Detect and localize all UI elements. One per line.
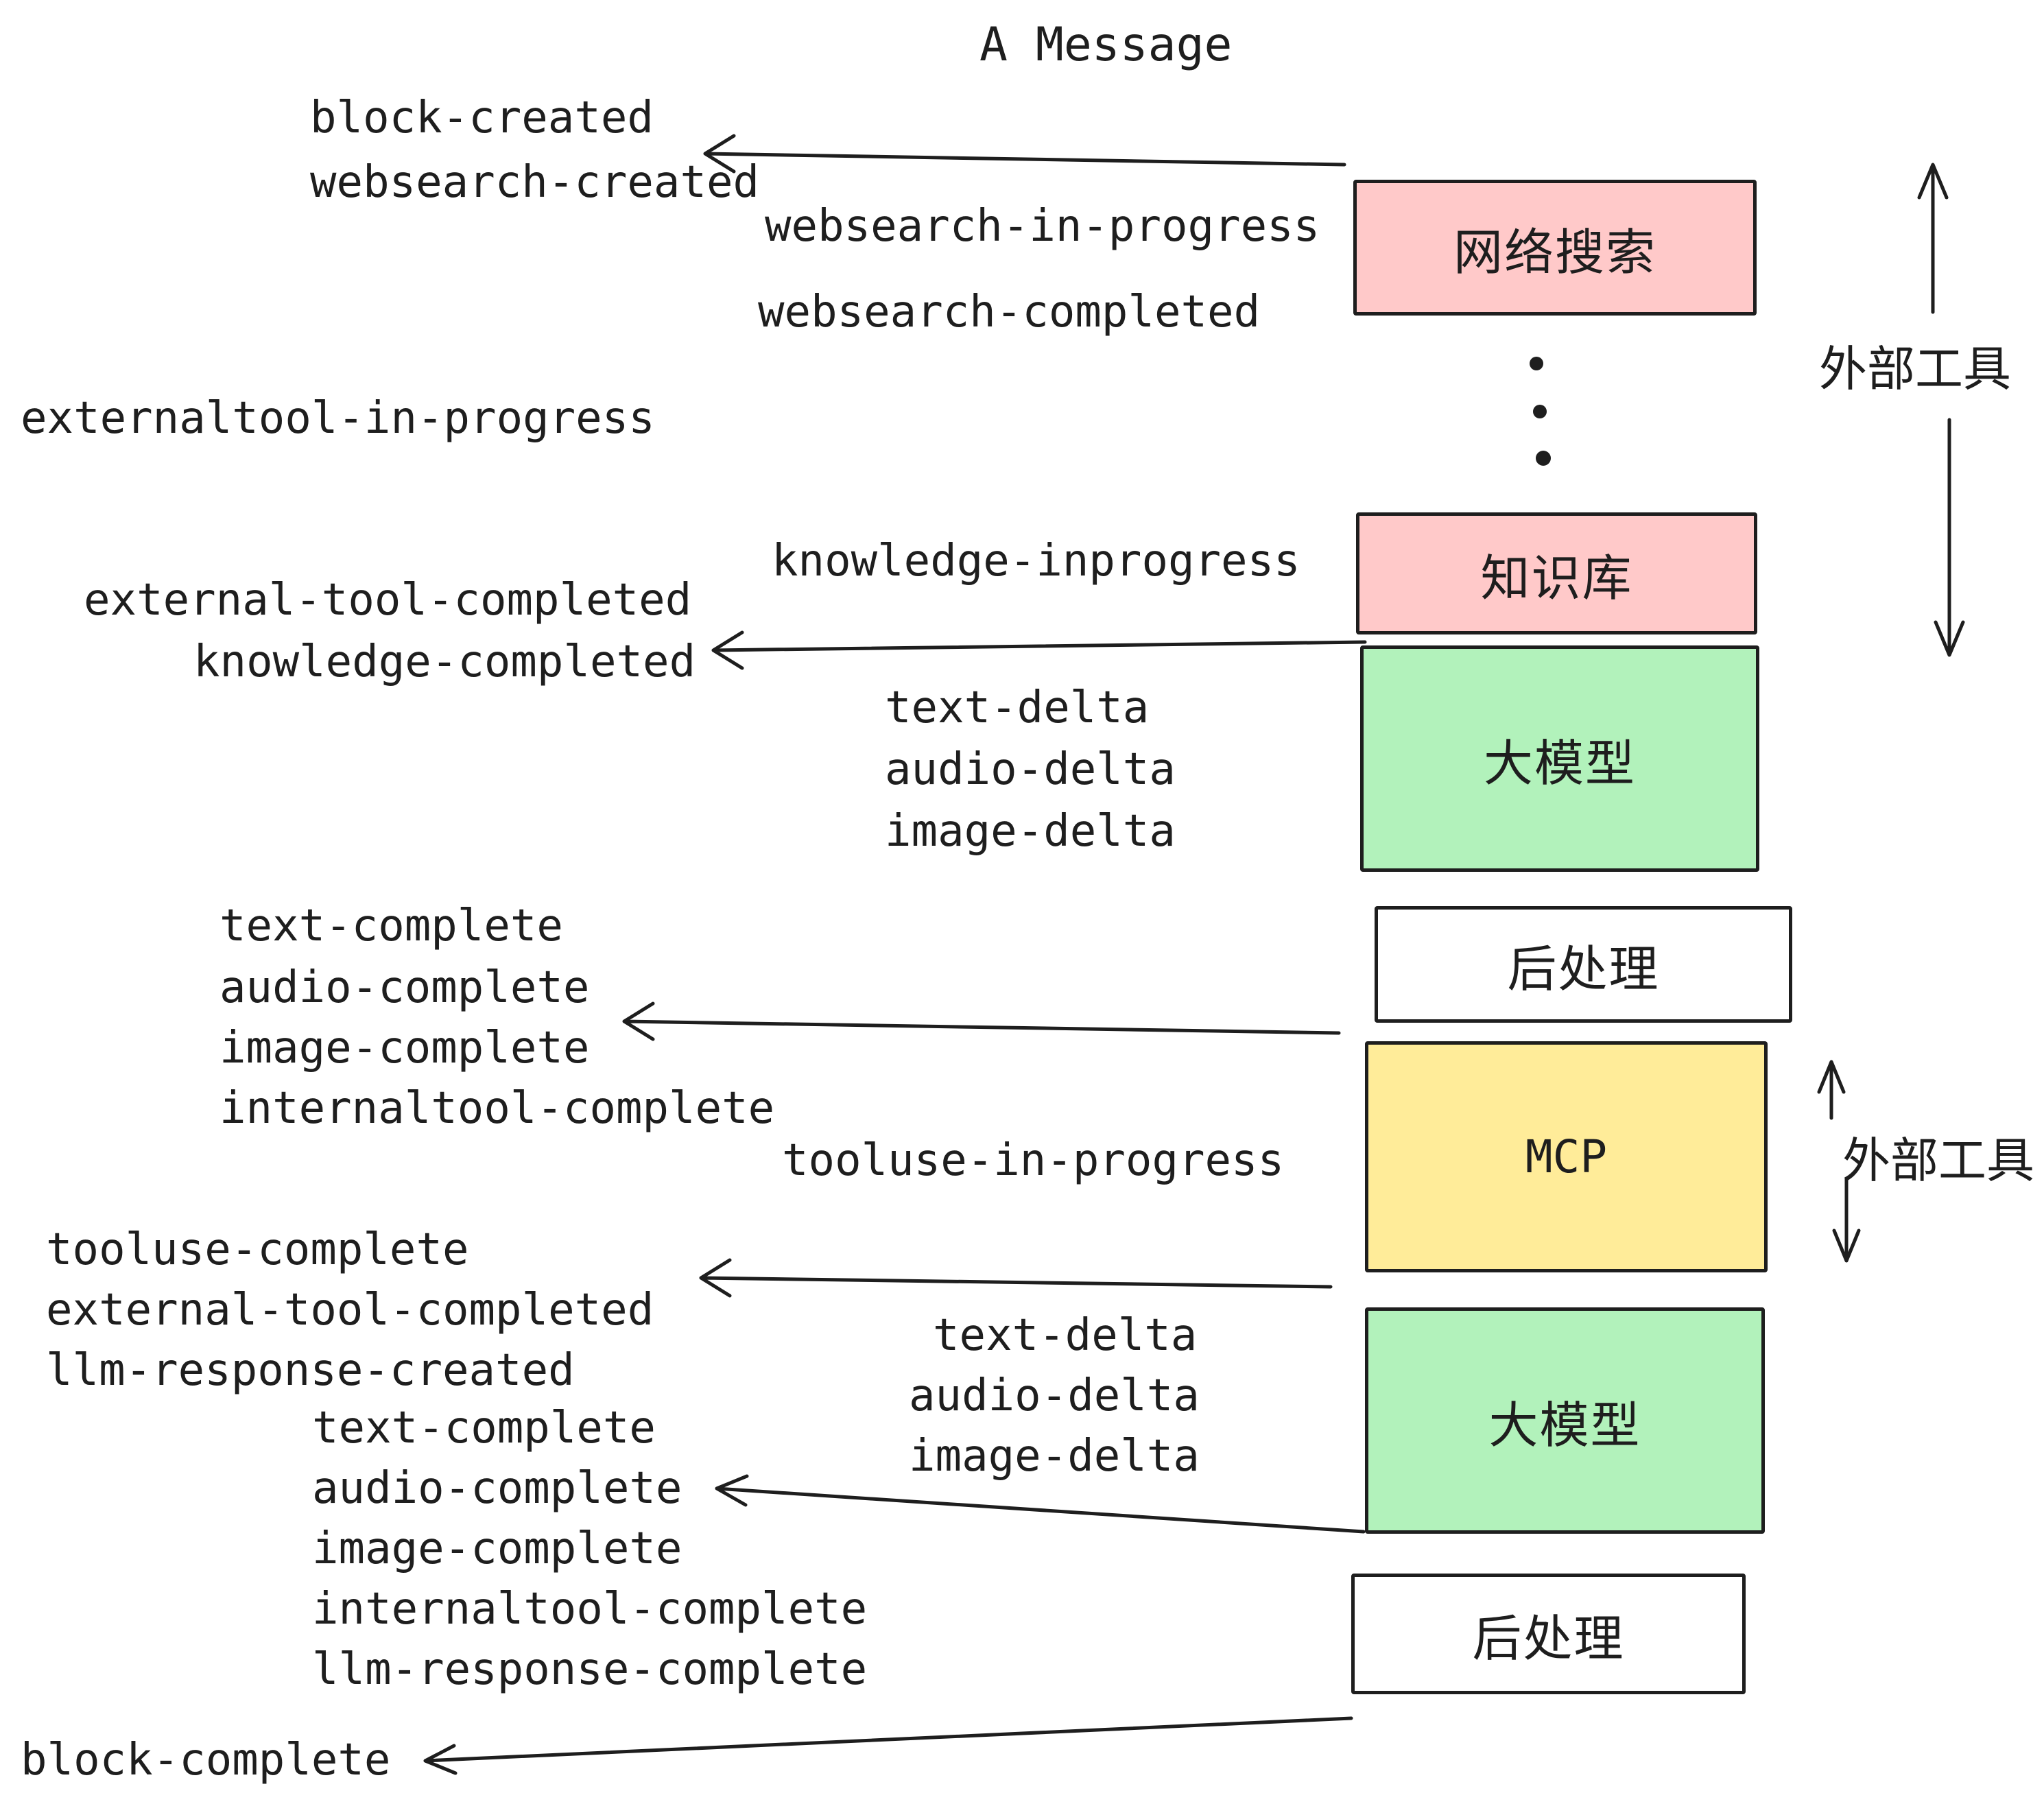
box-postprocess-2-label: 后处理: [1472, 1609, 1625, 1667]
event-label-image-delta-1: image-delta: [885, 806, 1176, 857]
event-label-text-complete-1: text-complete: [219, 901, 563, 951]
box-postprocess-2: 后处理: [1351, 1574, 1746, 1694]
event-label-tooluse-complete: tooluse-complete: [46, 1224, 469, 1275]
event-label-externaltool-in-progress: externaltool-in-progress: [21, 393, 655, 444]
arrow-external-tools-up-1: [1917, 163, 1949, 314]
box-websearch: 网络搜索: [1353, 180, 1757, 316]
event-label-image-delta-2: image-delta: [909, 1431, 1200, 1482]
event-label-tooluse-in-progress: tooluse-in-progress: [782, 1135, 1285, 1186]
event-label-llm-response-created: llm-response-created: [46, 1345, 575, 1396]
side-label-external-tools-1: 外部工具: [1819, 341, 2011, 397]
box-llm-2-label: 大模型: [1488, 1396, 1641, 1454]
box-llm-1-label: 大模型: [1483, 734, 1636, 792]
box-llm-2: 大模型: [1365, 1307, 1765, 1534]
event-label-websearch-completed: websearch-completed: [758, 287, 1261, 337]
box-knowledge-label: 知识库: [1480, 549, 1633, 607]
event-label-audio-delta-2: audio-delta: [909, 1370, 1200, 1421]
arrow-external-tools-down-2: [1832, 1176, 1861, 1263]
event-label-text-delta-1: text-delta: [885, 683, 1150, 733]
event-label-text-delta-2: text-delta: [933, 1310, 1198, 1361]
box-postprocess-1-label: 后处理: [1507, 940, 1660, 998]
event-label-external-tool-completed-2: external-tool-completed: [46, 1285, 654, 1336]
event-label-internaltool-complete-2: internaltool-complete: [312, 1584, 868, 1635]
event-label-image-complete-2: image-complete: [312, 1523, 682, 1574]
event-label-audio-delta-1: audio-delta: [885, 744, 1176, 795]
arrow-knowledge-completed: [711, 630, 1367, 670]
event-label-block-complete: block-complete: [21, 1735, 391, 1785]
arrow-block-complete: [423, 1716, 1353, 1775]
diagram-title: A Message: [979, 18, 1233, 72]
event-label-text-complete-2: text-complete: [312, 1403, 656, 1453]
box-websearch-label: 网络搜索: [1453, 223, 1656, 281]
arrow-tooluse-complete: [699, 1258, 1333, 1298]
ellipsis-dots-icon: [1530, 357, 1551, 466]
event-label-external-tool-completed: external-tool-completed: [84, 575, 692, 626]
event-label-websearch-in-progress: websearch-in-progress: [765, 201, 1320, 252]
event-label-websearch-created: websearch-created: [310, 157, 760, 208]
event-label-audio-complete-2: audio-complete: [312, 1463, 682, 1514]
side-label-external-tools-2: 外部工具: [1842, 1132, 2034, 1189]
event-label-internaltool-complete-1: internaltool-complete: [219, 1083, 775, 1134]
arrow-external-tools-up-2: [1817, 1060, 1846, 1120]
box-knowledge: 知识库: [1356, 512, 1757, 634]
event-label-llm-response-complete: llm-response-complete: [312, 1644, 868, 1695]
box-llm-1: 大模型: [1360, 645, 1759, 872]
box-mcp-label: MCP: [1525, 1130, 1608, 1183]
arrow-audio-complete: [715, 1474, 1366, 1534]
box-postprocess-1: 后处理: [1375, 906, 1792, 1023]
arrow-external-tools-down-1: [1934, 418, 1965, 657]
box-mcp: MCP: [1365, 1041, 1768, 1272]
event-label-audio-complete-1: audio-complete: [219, 962, 590, 1013]
arrow-block-created: [703, 134, 1346, 174]
event-label-image-complete-1: image-complete: [219, 1023, 590, 1073]
event-label-knowledge-completed: knowledge-completed: [193, 637, 696, 687]
arrow-image-complete: [622, 1001, 1341, 1041]
event-label-block-created: block-created: [310, 93, 654, 143]
event-label-knowledge-inprogress: knowledge-inprogress: [772, 536, 1300, 586]
